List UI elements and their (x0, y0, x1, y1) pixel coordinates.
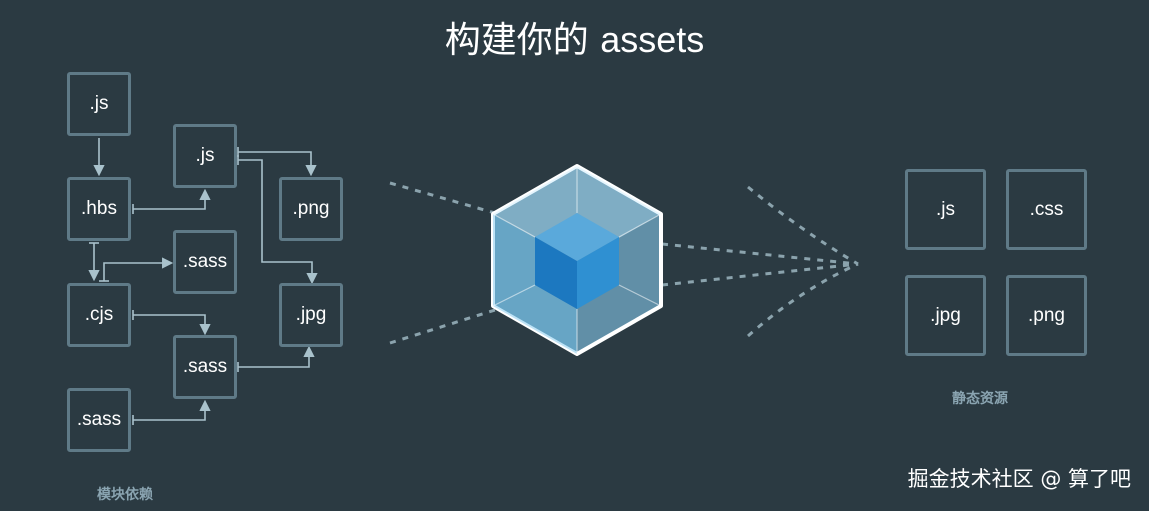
flow-out-curve-bottom (747, 262, 859, 338)
asset-css: .css (1006, 169, 1087, 250)
flow-out-straight-top (661, 242, 859, 266)
module-js-mid-label: .js (195, 145, 215, 166)
arrow-cjs-to-sass (103, 257, 174, 281)
watermark: 掘金技术社区 @ 算了吧 (907, 467, 1131, 491)
module-hbs-label: .hbs (81, 198, 117, 219)
module-cjs-label: .cjs (84, 304, 114, 325)
arrow-sass-to-jpg (238, 345, 315, 368)
module-sass-bottom: .sass (67, 388, 131, 452)
flow-in-top (389, 181, 496, 215)
asset-jpg: .jpg (905, 275, 986, 356)
arrow-cjs-to-sass-mid (133, 314, 211, 336)
arrow-js-to-png (238, 151, 317, 177)
asset-js: .js (905, 169, 986, 250)
modules-caption: 模块依赖 (97, 487, 153, 503)
dependency-arrows (88, 138, 318, 421)
arrow-hbs-to-js (133, 188, 211, 210)
module-js-mid: .js (173, 124, 237, 188)
module-sass-mid: .sass (173, 335, 237, 399)
page-title: 构建你的 assets (0, 14, 1149, 67)
module-js-top: .js (67, 72, 131, 136)
asset-css-label: .css (1029, 198, 1064, 220)
flow-lines (389, 181, 859, 345)
module-jpg: .jpg (279, 283, 343, 347)
asset-js-label: .js (936, 198, 955, 220)
flow-out-straight-bottom (661, 262, 859, 287)
asset-jpg-label: .jpg (930, 304, 961, 326)
module-sass-top: .sass (173, 230, 237, 294)
module-sass-top-label: .sass (182, 251, 228, 272)
module-js-top-label: .js (89, 93, 109, 114)
asset-png: .png (1006, 275, 1087, 356)
module-hbs: .hbs (67, 177, 131, 241)
module-sass-bottom-label: .sass (76, 409, 122, 430)
arrow-js-to-jpg (238, 159, 318, 285)
module-png: .png (279, 177, 343, 241)
module-png-label: .png (292, 198, 330, 219)
arrow-sass-bottom-to-sass-mid (133, 399, 211, 421)
title-chinese: 构建你的 (444, 20, 589, 61)
module-cjs: .cjs (67, 283, 131, 347)
arrow-tails (89, 147, 239, 425)
module-jpg-label: .jpg (295, 304, 327, 325)
title-latin: assets (600, 19, 705, 60)
asset-png-label: .png (1028, 304, 1065, 326)
module-sass-mid-label: .sass (182, 356, 228, 377)
webpack-cube-icon (491, 164, 663, 356)
static-assets-caption: 静态资源 (952, 391, 1008, 407)
flow-out-curve-top (747, 185, 859, 266)
flow-in-bottom (389, 308, 496, 345)
